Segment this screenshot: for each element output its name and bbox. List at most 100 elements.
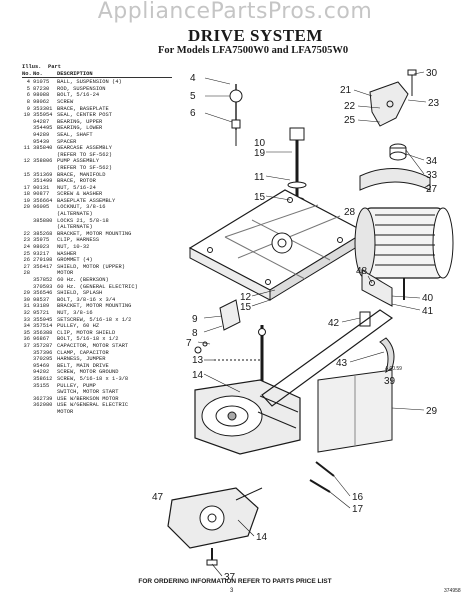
callout-48: 48	[356, 266, 368, 277]
legend-part-no: 91075	[33, 79, 50, 86]
legend-part-no: 385880	[33, 217, 53, 224]
legend-part-no: 94287	[33, 118, 50, 125]
legend-description: SEAL, CENTER POST	[57, 112, 112, 119]
legend-description: BEARING, UPPER	[57, 118, 103, 125]
legend-description: BRACE, MANIFOLD	[57, 171, 106, 178]
legend-description: SCREW	[57, 98, 74, 105]
legend-row: (ALTERNATE)	[22, 211, 172, 218]
legend-description: BASEPLATE ASSEMBLY	[57, 197, 116, 204]
legend-description: PULLEY, PUMP	[57, 382, 96, 389]
suspension-rod	[229, 84, 243, 146]
callout-5: 5	[190, 91, 196, 102]
legend-part-no: 279198	[33, 257, 53, 264]
legend-part-no: 351369	[33, 171, 53, 178]
legend-illus-no: 30	[23, 296, 30, 303]
legend-col-no2: No.	[33, 70, 43, 77]
baseplate-assembly	[188, 189, 367, 301]
legend-col-illus: Illus.	[22, 64, 42, 70]
legend-illus-no: 35	[23, 329, 30, 336]
motor-shield-clip	[379, 337, 395, 374]
legend-description: SPACER	[57, 138, 77, 145]
motor-shield	[359, 167, 431, 191]
legend-part-no: 94202	[33, 369, 50, 376]
legend-description: HARNESS, JUMPER	[57, 356, 106, 363]
callout-14b: 14	[256, 532, 268, 543]
legend-description: USE W/BERKSON MOTOR	[57, 395, 119, 402]
legend-description: BEARING, LOWER	[57, 125, 103, 132]
legend-part-no: 95439	[33, 138, 50, 145]
callout-37: 37	[224, 572, 236, 583]
baseplate-brace	[219, 299, 241, 331]
callout-8: 8	[192, 328, 198, 339]
legend-part-no: 370295	[33, 356, 53, 363]
callout-23: 23	[428, 98, 440, 109]
legend-part-no: 98023	[33, 244, 50, 251]
legend-description: SEAL, SHAFT	[57, 131, 93, 138]
legend-part-no: 356417	[33, 263, 53, 270]
callout-39: 39	[384, 376, 396, 387]
legend-row: 95439 SPACER	[22, 139, 172, 146]
callout-19: 19	[254, 148, 266, 159]
legend-illus-no: 19	[23, 197, 30, 204]
legend-part-no: 362080	[33, 402, 53, 409]
legend-illus-no: 12	[23, 158, 30, 165]
legend-row: 370295 HARNESS, JUMPER	[22, 356, 172, 363]
legend-description: (ALTERNATE)	[57, 224, 93, 231]
legend-illus-no: 10	[23, 112, 30, 119]
legend-part-no: 357396	[33, 349, 53, 356]
legend-description: SHIELD, SPLASH	[57, 290, 103, 297]
motor-pulley	[389, 143, 407, 161]
pump-assembly	[167, 487, 263, 566]
legend-part-no: 356664	[33, 197, 53, 204]
callout-25: 25	[344, 115, 356, 126]
legend-header-row-2: No. No. DESCRIPTION	[22, 71, 172, 79]
callout-6: 6	[190, 108, 196, 119]
legend-description: USE W/GENERAL ELECTRIC	[57, 402, 129, 409]
legend-part-no: 385840	[33, 145, 53, 152]
callout-33: 33	[426, 170, 438, 181]
legend-part-no: 355954	[33, 112, 53, 119]
legend-description: SCREW, 5/16-18 x 1-3/8	[57, 375, 129, 382]
legend-part-no: 357514	[33, 323, 53, 330]
legend-illus-no: 8	[26, 98, 30, 105]
drive-belt	[261, 309, 394, 407]
legend-part-no: 93189	[33, 303, 50, 310]
legend-illus-no: 4	[26, 79, 30, 86]
legend-description: BOLT, 3/8-16 x 3/4	[57, 296, 116, 303]
callout-13: 13	[192, 355, 204, 366]
legend-description: SHIELD, MOTOR (UPPER)	[57, 263, 125, 270]
callout-30: 30	[426, 68, 438, 79]
callout-10: 10	[254, 138, 266, 149]
legend-illus-no: 34	[23, 323, 30, 330]
legend-description: WASHER	[57, 250, 77, 257]
callout-16: 16	[352, 492, 364, 503]
legend-part-no: 354495	[33, 125, 53, 132]
legend-part-no: 95721	[33, 309, 50, 316]
legend-row: (REFER TO SF-562)	[22, 152, 172, 159]
legend-description: (ALTERNATE)	[57, 211, 93, 218]
legend-description: BALL, SUSPENSION (4)	[57, 79, 122, 86]
legend-description: LOCKS 21, 5/8-18	[57, 217, 109, 224]
legend-part-no: 96005	[33, 204, 50, 211]
legend-illus-no: 33	[23, 316, 30, 323]
legend-row: 385880 LOCKS 21, 5/8-18	[22, 218, 172, 225]
legend-description: CAPACITOR, MOTOR START	[57, 342, 129, 349]
